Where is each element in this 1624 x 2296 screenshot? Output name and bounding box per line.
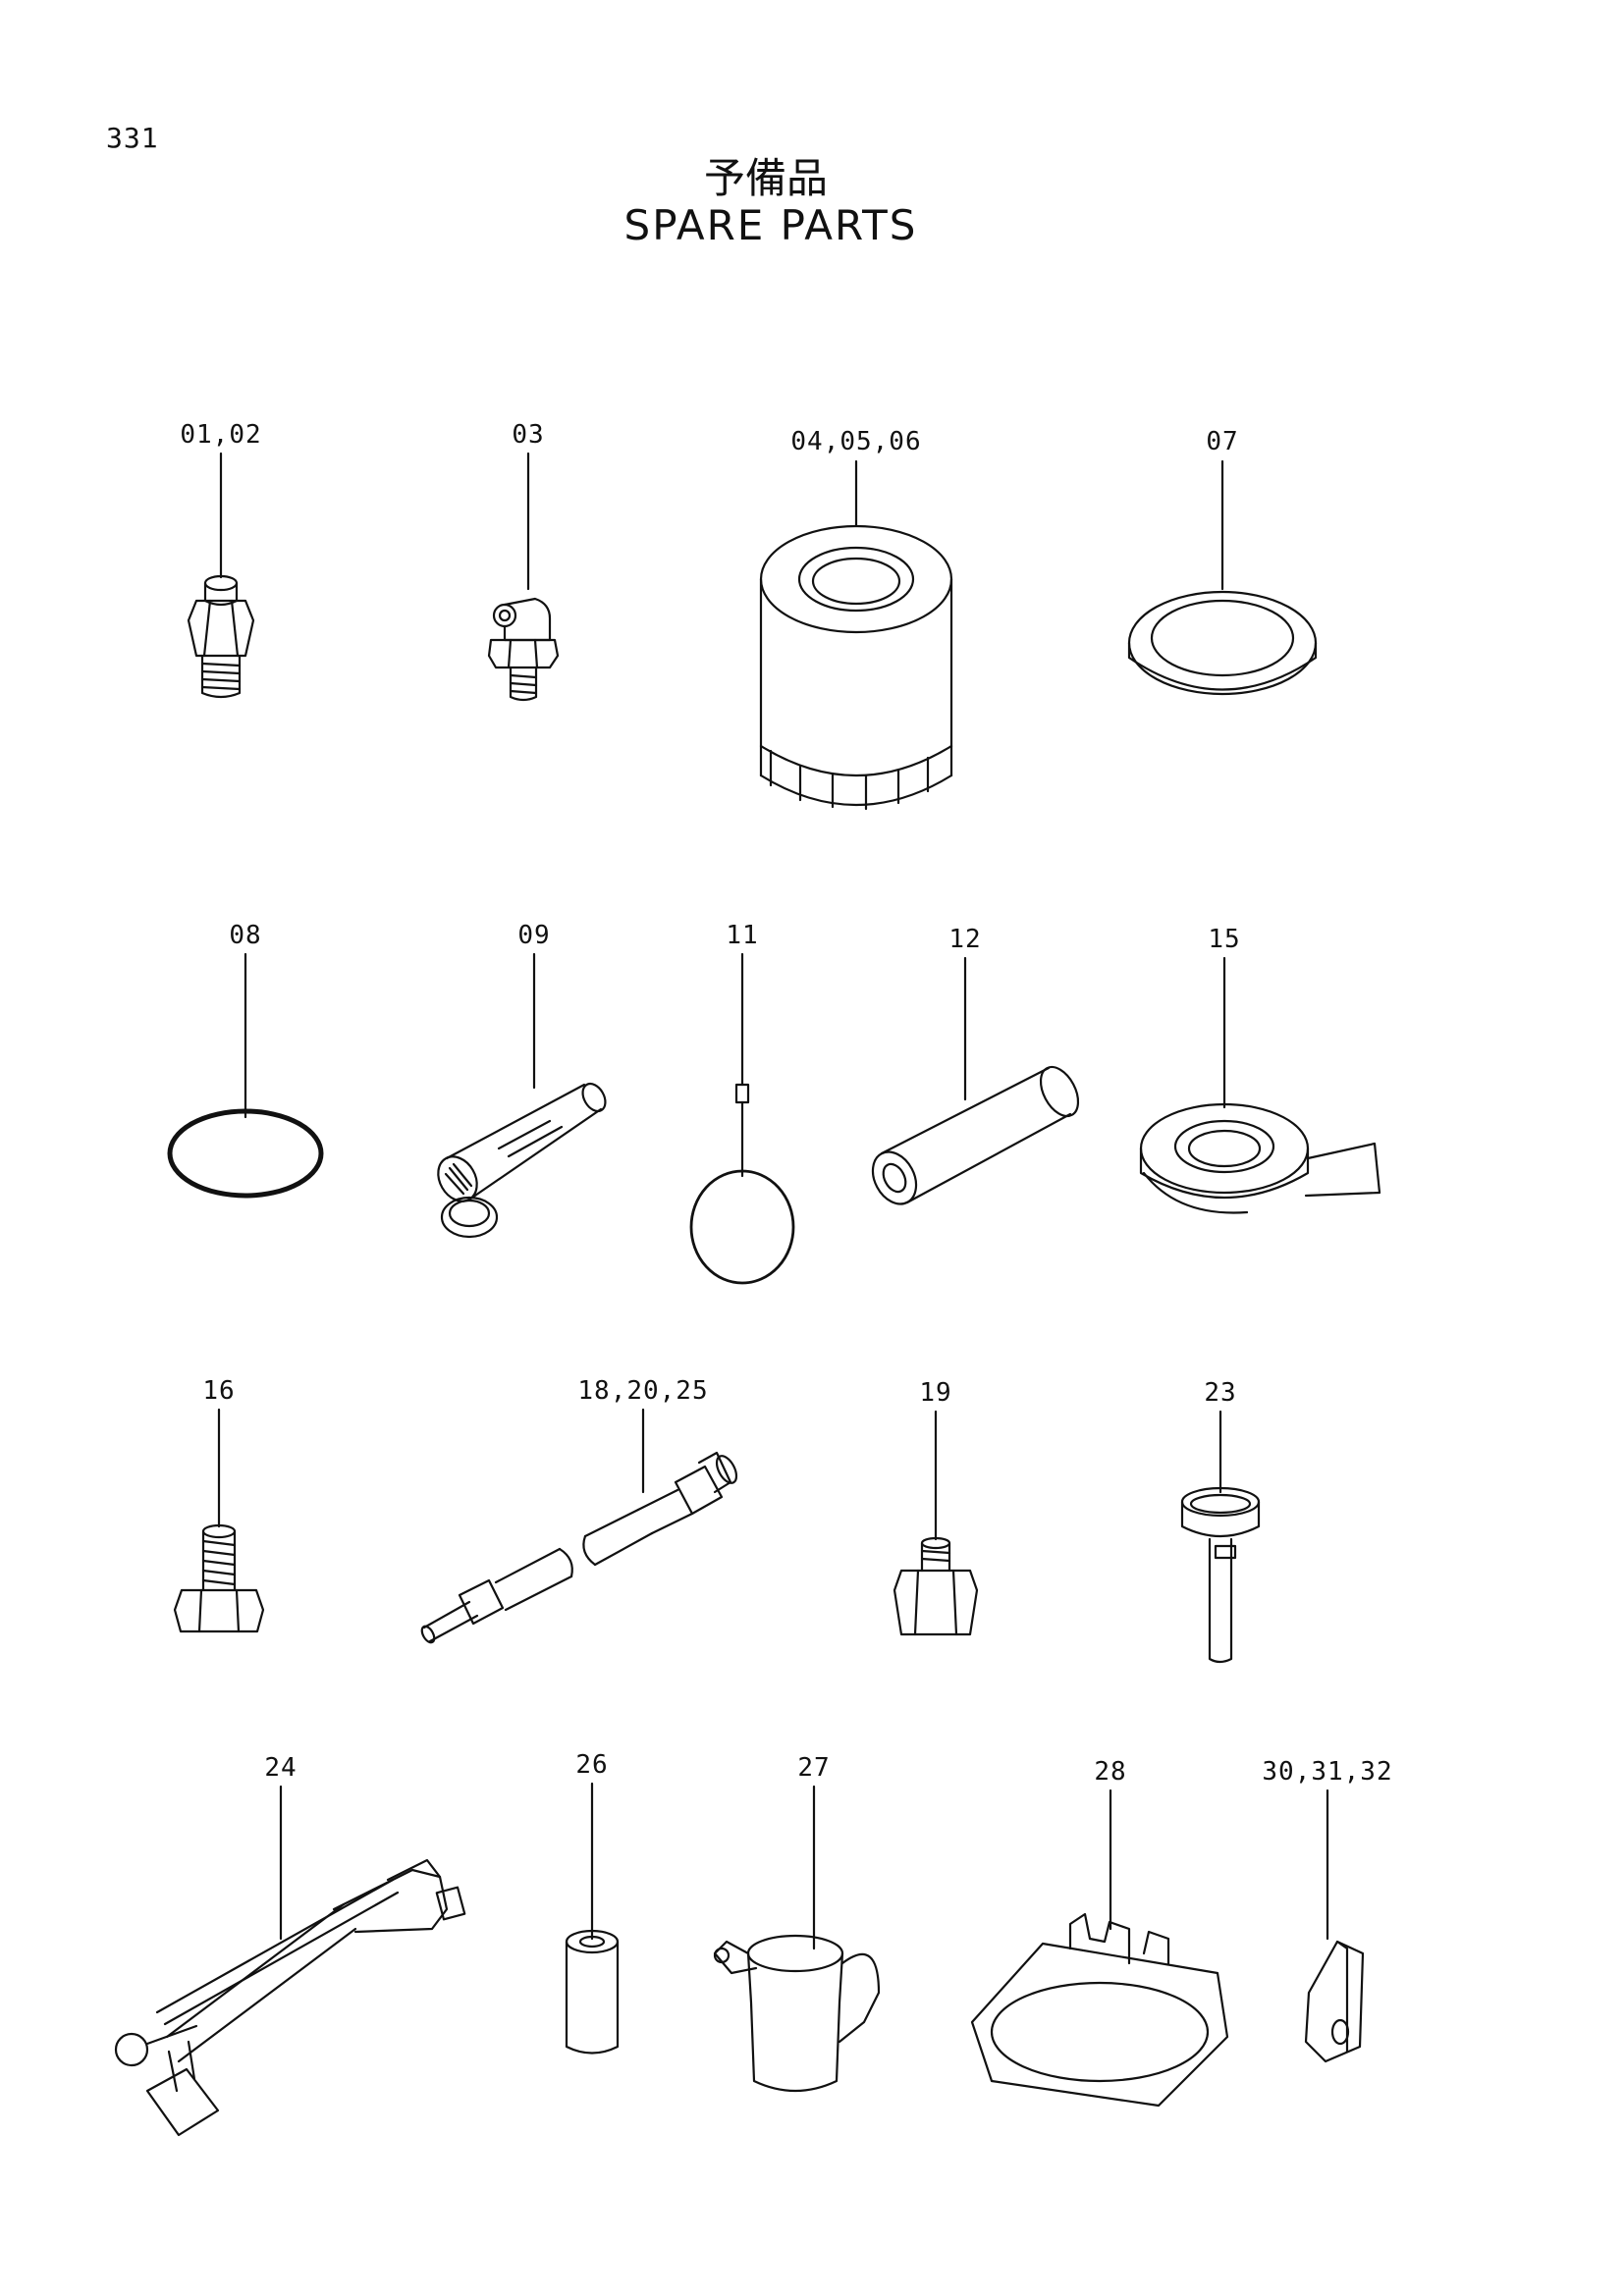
label-23: 23 <box>1204 1378 1237 1408</box>
leader-lines <box>219 454 1327 1949</box>
label-16: 16 <box>202 1376 236 1406</box>
title-english: SPARE PARTS <box>623 201 918 249</box>
label-28: 28 <box>1094 1757 1127 1787</box>
cap-tool-icon <box>1182 1488 1259 1662</box>
label-26: 26 <box>575 1750 609 1780</box>
label-12: 12 <box>948 925 982 954</box>
grease-gun-icon <box>116 1860 464 2135</box>
filter-cartridge-icon <box>761 526 951 809</box>
label-24: 24 <box>264 1753 298 1783</box>
label-07: 07 <box>1206 427 1239 456</box>
adapter-fitting-icon <box>894 1538 977 1634</box>
oil-jug-icon <box>715 1936 879 2091</box>
label-11: 11 <box>726 921 759 950</box>
label-27: 27 <box>797 1753 831 1783</box>
label-04-05-06: 04,05,06 <box>790 427 922 456</box>
flat-ring-icon <box>1129 592 1316 694</box>
seal-tape-reel-icon <box>1141 1104 1380 1213</box>
label-03: 03 <box>512 420 545 450</box>
strainer-icon <box>430 1080 610 1237</box>
page-number: 331 <box>106 122 159 154</box>
label-15: 15 <box>1208 925 1241 954</box>
tooth-tip-icon <box>1306 1942 1363 2061</box>
label-18-20-25: 18,20,25 <box>577 1376 709 1406</box>
ring-tag-icon <box>691 1085 793 1283</box>
label-30-31-32: 30,31,32 <box>1262 1757 1393 1787</box>
label-01-02: 01,02 <box>180 420 262 450</box>
label-09: 09 <box>517 921 551 950</box>
bushing-icon <box>567 1931 618 2054</box>
title-japanese: 予備品 <box>703 154 828 202</box>
o-ring-icon <box>170 1111 321 1196</box>
label-19: 19 <box>919 1378 952 1408</box>
bolt-icon <box>175 1525 263 1631</box>
tube-icon <box>864 1061 1086 1211</box>
bracket-plate-icon <box>972 1914 1227 2106</box>
grease-nipple-straight-icon <box>189 576 253 697</box>
hose-assembly-icon <box>419 1453 740 1644</box>
grease-nipple-angled-icon <box>489 599 558 700</box>
label-08: 08 <box>229 921 262 950</box>
